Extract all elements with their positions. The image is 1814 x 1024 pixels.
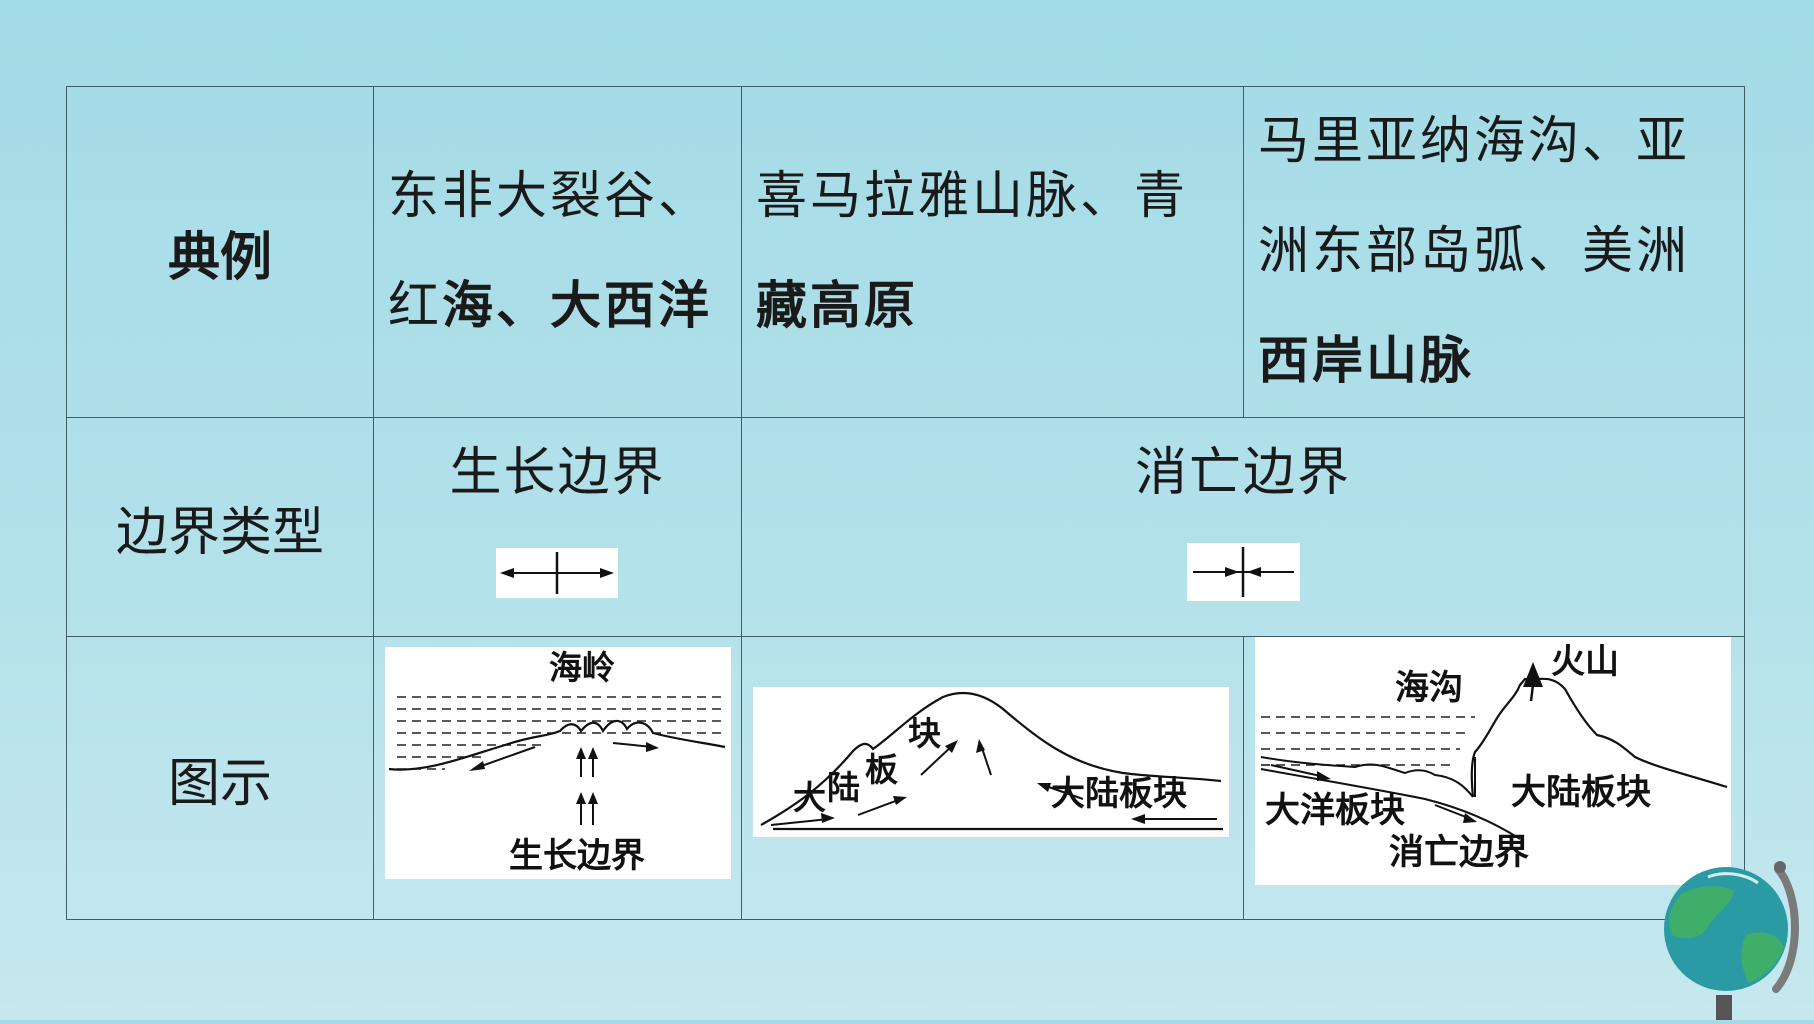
examples-growth-cell: 东非大裂谷、 红海、大西洋: [373, 86, 742, 418]
trench-label: 海沟: [1395, 668, 1463, 708]
collision-char-2: 陆: [827, 768, 860, 807]
collision-char-4: 块: [908, 714, 941, 753]
example-line: 红海、大西洋: [388, 277, 713, 336]
collision-diagram-cell: 大 陆 板 块 大陆板块: [741, 636, 1244, 920]
collision-char-1: 大: [793, 778, 826, 817]
globe-icon: [1650, 855, 1800, 1024]
consumption-type-label: 消亡边界: [1134, 443, 1351, 503]
subduction-zone-diagram: 海沟 火山 大洋板块 大陆板块 消亡边界: [1255, 637, 1731, 885]
subduction-diagram-cell: 海沟 火山 大洋板块 大陆板块 消亡边界: [1243, 636, 1745, 920]
mid-ocean-ridge-diagram: 海岭 生长边界: [385, 647, 731, 879]
converging-arrows-icon: [1187, 543, 1300, 601]
diagrams-row: 图示: [66, 636, 1745, 920]
growth-type-label: 生长边界: [449, 443, 666, 503]
plate-boundary-table: 典例 东非大裂谷、 红海、大西洋 喜马拉雅山脉、青 藏高原 马里亚纳海沟、亚 洲…: [66, 86, 1745, 920]
example-line: 藏高原: [756, 277, 919, 336]
collision-char-3: 板: [865, 750, 898, 789]
types-row: 边界类型 生长边界 消亡边界: [66, 417, 1745, 637]
example-line: 洲东部岛弧、美洲: [1258, 222, 1691, 281]
ocean-plate-label: 大洋板块: [1265, 790, 1406, 831]
examples-row: 典例 东非大裂谷、 红海、大西洋 喜马拉雅山脉、青 藏高原 马里亚纳海沟、亚 洲…: [66, 86, 1745, 418]
example-line: 马里亚纳海沟、亚: [1258, 112, 1691, 171]
continental-plate-label: 大陆板块: [1051, 774, 1187, 814]
continental-plate-label-subduction: 大陆板块: [1511, 772, 1652, 813]
examples-subduction-cell: 马里亚纳海沟、亚 洲东部岛弧、美洲 西岸山脉: [1243, 86, 1745, 418]
growth-diagram-cell: 海岭 生长边界: [373, 636, 742, 920]
example-line: 西岸山脉: [1258, 332, 1475, 391]
growth-boundary-label: 生长边界: [509, 836, 645, 876]
examples-collision-cell: 喜马拉雅山脉、青 藏高原: [741, 86, 1244, 418]
ridge-label: 海岭: [549, 648, 615, 687]
consumption-boundary-label: 消亡边界: [1389, 832, 1530, 873]
diagrams-header: 图示: [66, 636, 374, 920]
continental-collision-diagram: 大 陆 板 块 大陆板块: [753, 687, 1229, 837]
examples-header: 典例: [66, 86, 374, 418]
types-header: 边界类型: [66, 417, 374, 637]
volcano-label: 火山: [1551, 642, 1619, 682]
diverging-arrows-icon: [496, 548, 618, 598]
consumption-type-cell: 消亡边界: [741, 417, 1745, 637]
example-line: 喜马拉雅山脉、青: [756, 167, 1189, 226]
example-line: 东非大裂谷、: [388, 167, 713, 226]
growth-type-cell: 生长边界: [373, 417, 742, 637]
